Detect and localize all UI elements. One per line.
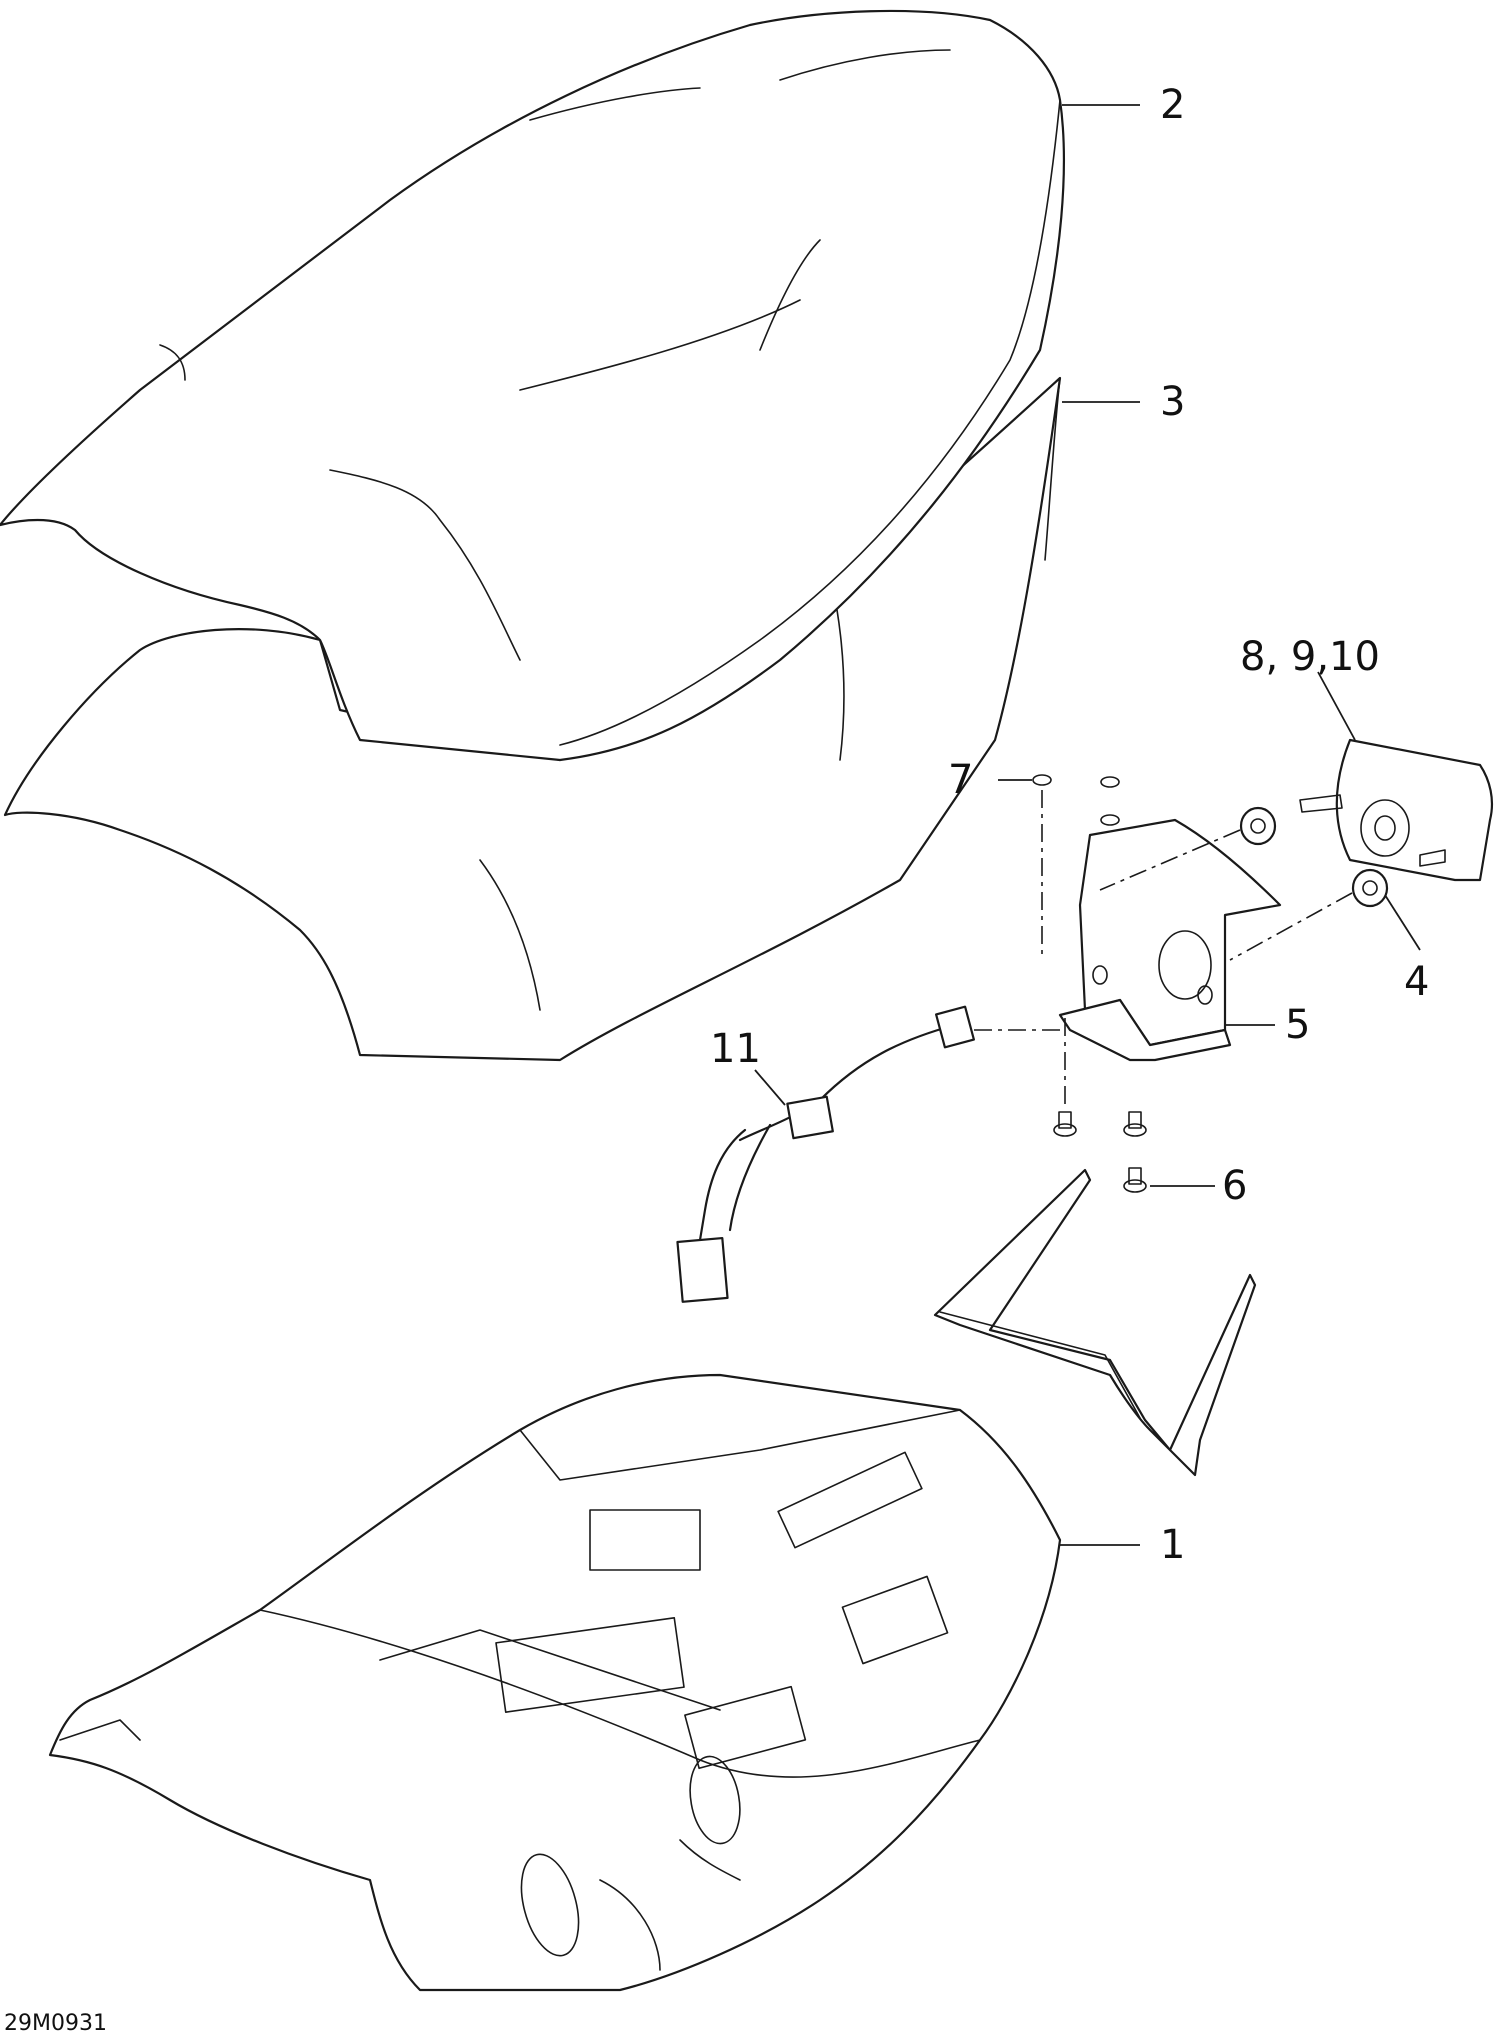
screw-part: [1053, 1111, 1147, 1193]
bracket-part: [1058, 818, 1282, 1062]
callout-4: 4: [1404, 959, 1429, 1005]
seat-base-part: [48, 1373, 1062, 1992]
callout-5: 5: [1285, 1002, 1310, 1048]
grommet-part: [1239, 806, 1389, 908]
leader-lines: [754, 104, 1421, 1546]
seat-cover-part: [0, 9, 1066, 762]
callout-11: 11: [710, 1026, 761, 1072]
callout-6: 6: [1222, 1163, 1247, 1209]
callout-2: 2: [1160, 82, 1185, 128]
tail-light-part: [1299, 738, 1494, 882]
assembly-lines: [970, 790, 1353, 1110]
callout-labels: 2 3 8, 9,10 7 4 5 6 11 1: [710, 82, 1429, 1568]
drawing-id: 29M0931: [4, 2011, 107, 2036]
trim-piece-part: [933, 1168, 1257, 1477]
wiring-harness-part: [676, 1005, 975, 1303]
callout-1: 1: [1160, 1522, 1185, 1568]
callout-3: 3: [1160, 379, 1185, 425]
callout-8-9-10: 8, 9,10: [1240, 634, 1380, 680]
callout-7: 7: [948, 757, 973, 803]
washer-part: [1032, 774, 1120, 826]
